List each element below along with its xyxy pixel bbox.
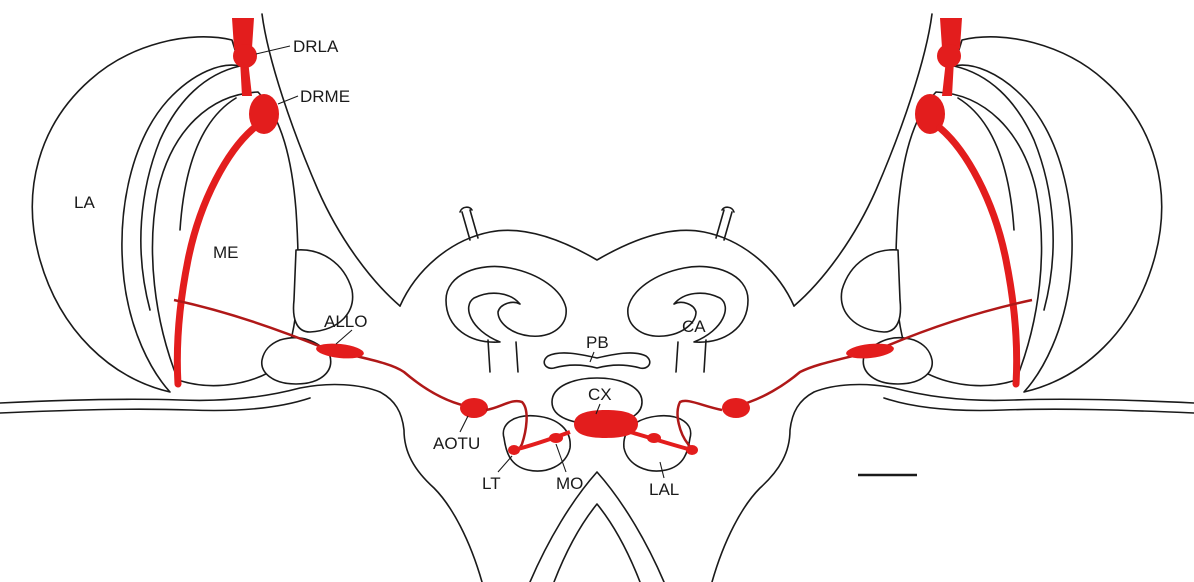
- mo-node-left: [549, 433, 563, 443]
- label-drla: DRLA: [293, 37, 339, 56]
- aotu-node-right: [722, 398, 750, 418]
- label-aotu: AOTU: [433, 434, 480, 453]
- label-me: ME: [213, 243, 239, 262]
- central-complex-node: [574, 410, 638, 438]
- peduncle-right: [676, 340, 706, 372]
- drla-node-right: [937, 44, 961, 68]
- label-lal: LAL: [649, 480, 679, 499]
- peduncle-left: [488, 340, 518, 372]
- label-la: LA: [74, 193, 95, 212]
- ocellar-nerve-right: [716, 207, 734, 240]
- brain-outer-contour-right: [712, 385, 1194, 582]
- protocerebral-bridge: [544, 353, 650, 368]
- label-mo: MO: [556, 474, 583, 493]
- brain-outer-contour: [0, 385, 482, 582]
- lobula-right: [841, 250, 900, 332]
- esophageal-foramen: [530, 472, 664, 582]
- label-pb: PB: [586, 333, 609, 352]
- aotu-node-left: [460, 398, 488, 418]
- mo-node-right: [647, 433, 661, 443]
- label-allo: ALLO: [324, 312, 367, 331]
- label-cx: CX: [588, 385, 612, 404]
- calyx-left: [446, 266, 566, 342]
- label-ca: CA: [682, 317, 706, 336]
- label-drme: DRME: [300, 87, 350, 106]
- label-lt: LT: [482, 474, 501, 493]
- leader-allo: [336, 330, 352, 344]
- leader-aotu: [460, 416, 468, 432]
- leader-drla: [256, 46, 290, 54]
- esophageal-foramen-inner: [554, 504, 640, 582]
- leader-drme: [278, 96, 298, 104]
- drla-node-left: [233, 44, 257, 68]
- lobula-plate-left: [262, 338, 331, 384]
- ocellar-nerve-left: [460, 207, 478, 240]
- leader-lt: [498, 456, 512, 472]
